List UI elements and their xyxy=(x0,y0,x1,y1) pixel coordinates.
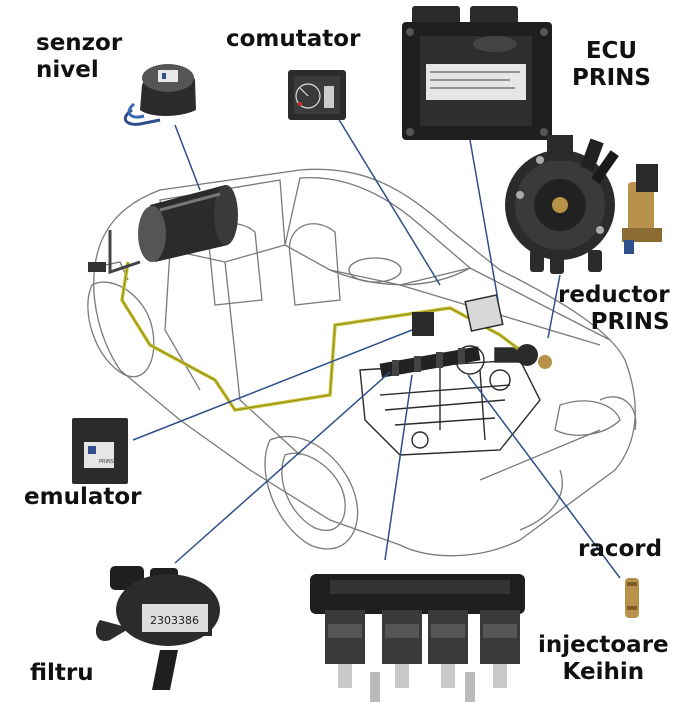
label-injectoare: injectoare Keihin xyxy=(538,632,669,686)
label-reductor-line1: reductor xyxy=(558,282,670,308)
label-injectoare-line2: Keihin xyxy=(562,659,645,685)
lpg-tank xyxy=(88,185,238,275)
label-senzor-nivel-line2: nivel xyxy=(36,57,99,83)
gas-line xyxy=(120,261,522,412)
injector-1 xyxy=(325,610,365,688)
label-reductor-line2: PRINS xyxy=(590,309,670,335)
racord-fitting xyxy=(625,578,639,618)
label-racord-text: racord xyxy=(578,536,663,562)
emulator-in-car xyxy=(412,312,434,336)
injector-rail xyxy=(310,574,525,702)
injector-rail-in-car xyxy=(379,346,481,378)
label-ecu-line2: PRINS xyxy=(572,65,651,91)
label-filtru-text: filtru xyxy=(30,660,94,686)
label-emulator-text: emulator xyxy=(24,484,142,510)
emulator-unit: PRINS xyxy=(72,418,128,484)
label-filtru: filtru xyxy=(30,660,94,687)
reductor-in-car xyxy=(516,344,552,369)
ecu-in-car xyxy=(464,294,504,332)
comutator-switch xyxy=(288,70,346,120)
label-injectoare-line1: injectoare xyxy=(538,632,669,658)
reductor-unit xyxy=(505,135,662,274)
label-senzor-nivel-line1: senzor xyxy=(36,30,123,56)
injector-3 xyxy=(428,610,468,688)
label-emulator: emulator xyxy=(24,484,141,511)
injector-2 xyxy=(382,610,422,688)
label-reductor: reductor PRINS xyxy=(558,282,670,336)
engine-block xyxy=(359,345,541,456)
emulator-brand-text: PRINS xyxy=(99,459,114,465)
filter-unit: 2303386 xyxy=(95,566,220,690)
label-comutator: comutator xyxy=(226,26,360,53)
level-sensor xyxy=(123,64,196,126)
ecu-unit xyxy=(402,6,552,140)
label-racord: racord xyxy=(578,536,662,563)
label-senzor-nivel: senzor nivel xyxy=(36,30,122,84)
injector-4 xyxy=(480,610,520,688)
gas-line-inner xyxy=(121,261,521,411)
filter-serial-text: 2303386 xyxy=(150,614,199,627)
label-ecu-line1: ECU xyxy=(585,38,638,64)
leader-lines xyxy=(132,117,621,579)
label-comutator-text: comutator xyxy=(226,26,361,52)
label-ecu: ECU PRINS xyxy=(572,38,651,92)
